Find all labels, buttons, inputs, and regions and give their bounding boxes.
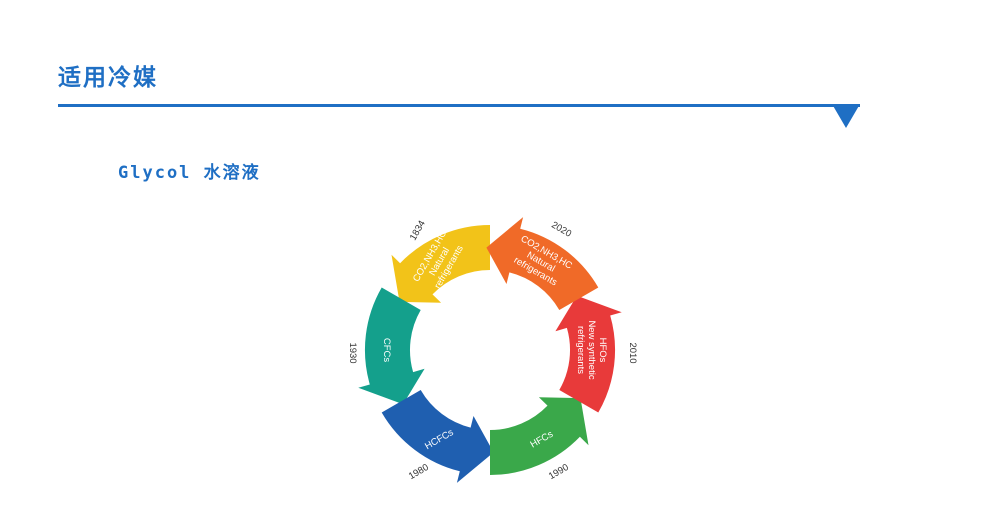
page-title: 适用冷媒 xyxy=(58,65,158,91)
cycle-arrow-1990 xyxy=(490,397,589,475)
cycle-arrow-2010 xyxy=(555,295,622,413)
year-label-1990: 1990 xyxy=(547,462,571,482)
cycle-arrow-2020 xyxy=(486,217,599,310)
section-subtitle: Glycol 水溶液 xyxy=(118,163,261,183)
year-label-1930: 1930 xyxy=(347,342,358,363)
year-label-2020: 2020 xyxy=(549,220,573,240)
refrigerant-history-cycle: CO2,NH3,HCNaturalrefrigerants1834CFCs193… xyxy=(347,217,638,483)
year-label-1980: 1980 xyxy=(407,462,431,482)
cycle-arrow-1834 xyxy=(391,225,490,303)
cycle-arrow-1980 xyxy=(381,390,494,483)
year-label-2010: 2010 xyxy=(627,342,638,363)
cycle-label-1930: CFCs xyxy=(381,338,392,363)
triangle-marker-icon xyxy=(832,104,860,128)
cycle-arrow-1930 xyxy=(358,287,425,405)
year-label-1834: 1834 xyxy=(408,219,428,243)
title-divider xyxy=(58,104,860,107)
cycle-label-2010: HFOsNew syntheticrefrigerants xyxy=(575,320,608,379)
